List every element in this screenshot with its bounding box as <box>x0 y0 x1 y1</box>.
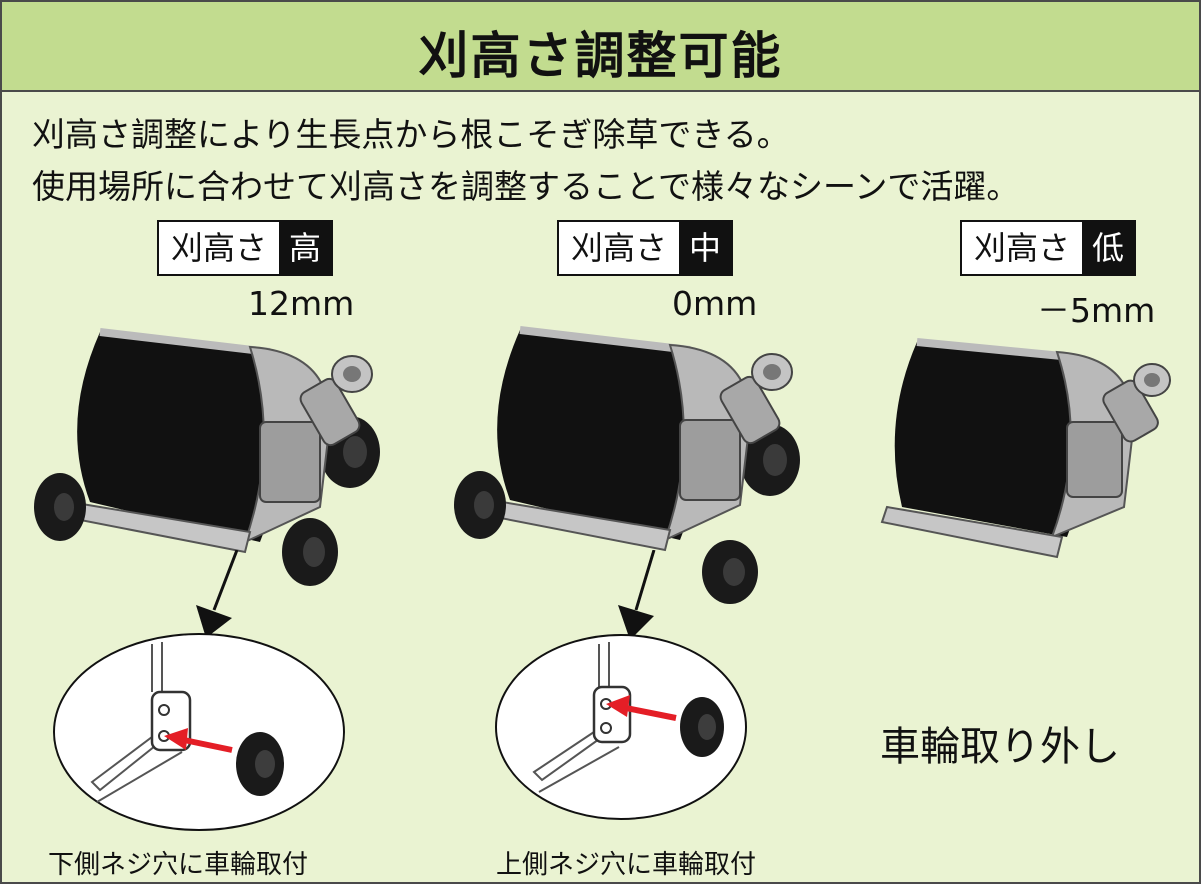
title-bar: 刈高さ調整可能 <box>2 2 1199 92</box>
height-value-mid: 0mm <box>672 284 758 323</box>
down-arrow-icon <box>618 550 656 640</box>
height-value-low: －5mm <box>1037 291 1156 330</box>
page-title: 刈高さ調整可能 <box>418 27 783 85</box>
height-value-high: 12mm <box>248 284 355 323</box>
badge-label: 刈高さ <box>171 229 268 267</box>
description-line-2: 使用場所に合わせて刈高さを調整することで様々なシーンで活躍。 <box>32 167 1020 206</box>
caption-mid: 上側ネジ穴に車輪取付 <box>496 850 757 880</box>
badge-level: 中 <box>679 222 732 274</box>
height-badge-high: 刈高さ 高 <box>157 220 334 276</box>
red-arrow-icon <box>164 728 188 750</box>
description-line-1: 刈高さ調整により生長点から根こそぎ除草できる。 <box>32 115 790 154</box>
detail-view-upper-hole <box>495 634 747 820</box>
mower-high-image <box>34 328 380 586</box>
badge-level: 低 <box>1082 222 1135 274</box>
red-arrow-icon <box>606 695 630 717</box>
height-badge-low: 刈高さ 低 <box>960 220 1137 276</box>
badge-label: 刈高さ <box>974 229 1071 267</box>
badge-label: 刈高さ <box>571 229 668 267</box>
mower-mid-image <box>454 326 800 604</box>
height-badge-mid: 刈高さ 中 <box>557 220 734 276</box>
mower-low-image <box>880 338 1171 559</box>
caption-low: 車輪取り外し <box>880 724 1120 770</box>
detail-view-lower-hole <box>53 633 345 831</box>
badge-level: 高 <box>279 222 332 274</box>
down-arrow-icon <box>196 550 239 638</box>
caption-high: 下側ネジ穴に車輪取付 <box>48 850 309 880</box>
